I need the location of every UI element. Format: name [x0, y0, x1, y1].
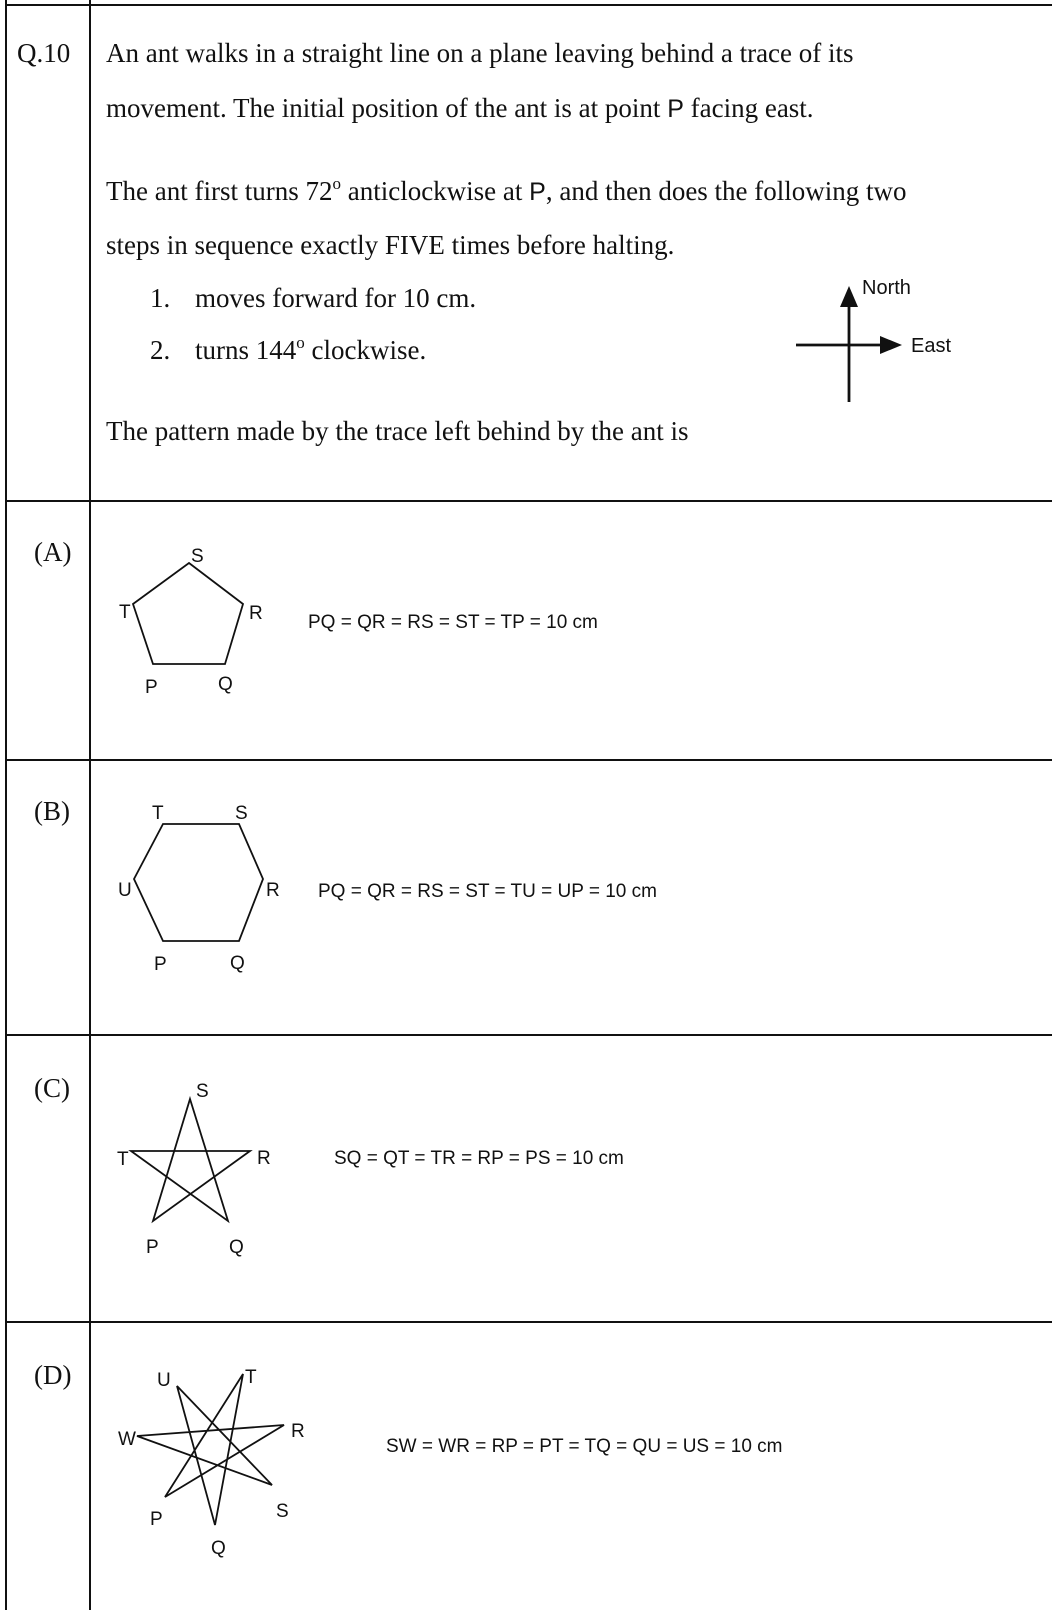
option-a-equation: PQ = QR = RS = ST = TP = 10 cm: [308, 612, 598, 633]
option-b-equation: PQ = QR = RS = ST = TU = UP = 10 cm: [318, 881, 657, 902]
step-number-2: 2.: [150, 335, 170, 365]
option-d-star: [136, 1373, 285, 1526]
step-text-1: moves forward for 10 cm.: [195, 283, 476, 313]
option-c-vertex-s: S: [196, 1081, 209, 1102]
question-number: Q.10: [17, 38, 70, 68]
option-c-vertex-t: T: [117, 1149, 129, 1170]
option-d-equation: SW = WR = RP = PT = TQ = QU = US = 10 cm: [386, 1436, 783, 1457]
option-b-label: (B): [34, 796, 70, 826]
option-c[interactable]: (C) S T R P Q SQ = QT = TR = RP = PS = 1…: [34, 1073, 624, 1258]
compass-east-label: East: [911, 335, 951, 357]
option-c-equation: SQ = QT = TR = RP = PS = 10 cm: [334, 1148, 624, 1169]
option-b-vertex-s: S: [235, 803, 248, 824]
question-text-line-2: movement. The initial position of the an…: [106, 93, 814, 123]
option-a-vertex-r: R: [249, 603, 263, 624]
option-d[interactable]: (D) U T W R P S Q SW = WR = RP = PT = TQ…: [34, 1360, 783, 1559]
option-b-vertex-r: R: [266, 880, 280, 901]
step-text-2: turns 144o clockwise.: [195, 333, 426, 365]
option-d-vertex-t: T: [245, 1367, 257, 1388]
steps-list: 1. moves forward for 10 cm. 2. turns 144…: [150, 283, 476, 365]
option-c-star: [128, 1095, 253, 1224]
option-c-label: (C): [34, 1073, 70, 1103]
option-c-vertex-p: P: [146, 1237, 159, 1258]
compass-icon: North East: [796, 277, 951, 402]
option-d-label: (D): [34, 1360, 71, 1390]
option-c-vertex-r: R: [257, 1148, 271, 1169]
option-d-vertex-p: P: [150, 1509, 163, 1530]
question-text-line-3: The ant first turns 72o anticlockwise at…: [106, 174, 907, 206]
option-b-vertex-t: T: [152, 803, 164, 824]
option-a-vertex-t: T: [119, 602, 131, 623]
step-number-1: 1.: [150, 283, 170, 313]
table-grid: [5, 0, 1052, 1610]
option-d-vertex-w: W: [118, 1429, 136, 1450]
option-a-vertex-s: S: [191, 546, 204, 567]
option-b-vertex-u: U: [118, 880, 132, 901]
option-c-vertex-q: Q: [229, 1237, 244, 1258]
option-b-vertex-p: P: [154, 954, 167, 975]
option-a-label: (A): [34, 537, 71, 567]
option-a-vertex-p: P: [145, 677, 158, 698]
option-d-vertex-u: U: [157, 1370, 171, 1391]
option-b-vertex-q: Q: [230, 953, 245, 974]
option-b[interactable]: (B) T S U R P Q PQ = QR = RS = ST = TU =…: [34, 796, 657, 975]
compass-north-label: North: [862, 277, 911, 299]
option-d-vertex-q: Q: [211, 1538, 226, 1559]
option-d-vertex-s: S: [276, 1501, 289, 1522]
option-a-pentagon: [131, 561, 245, 665]
question-closing-text: The pattern made by the trace left behin…: [106, 416, 689, 446]
east-arrow-icon: [880, 336, 902, 354]
option-b-hexagon: [132, 823, 264, 942]
north-arrow-icon: [840, 286, 858, 307]
option-d-vertex-r: R: [291, 1421, 305, 1442]
question-text-line-4: steps in sequence exactly FIVE times bef…: [106, 230, 674, 260]
option-a[interactable]: (A) S T R P Q PQ = QR = RS = ST = TP = 1…: [34, 537, 598, 698]
option-a-vertex-q: Q: [218, 674, 233, 695]
question-text-line-1: An ant walks in a straight line on a pla…: [106, 38, 854, 68]
